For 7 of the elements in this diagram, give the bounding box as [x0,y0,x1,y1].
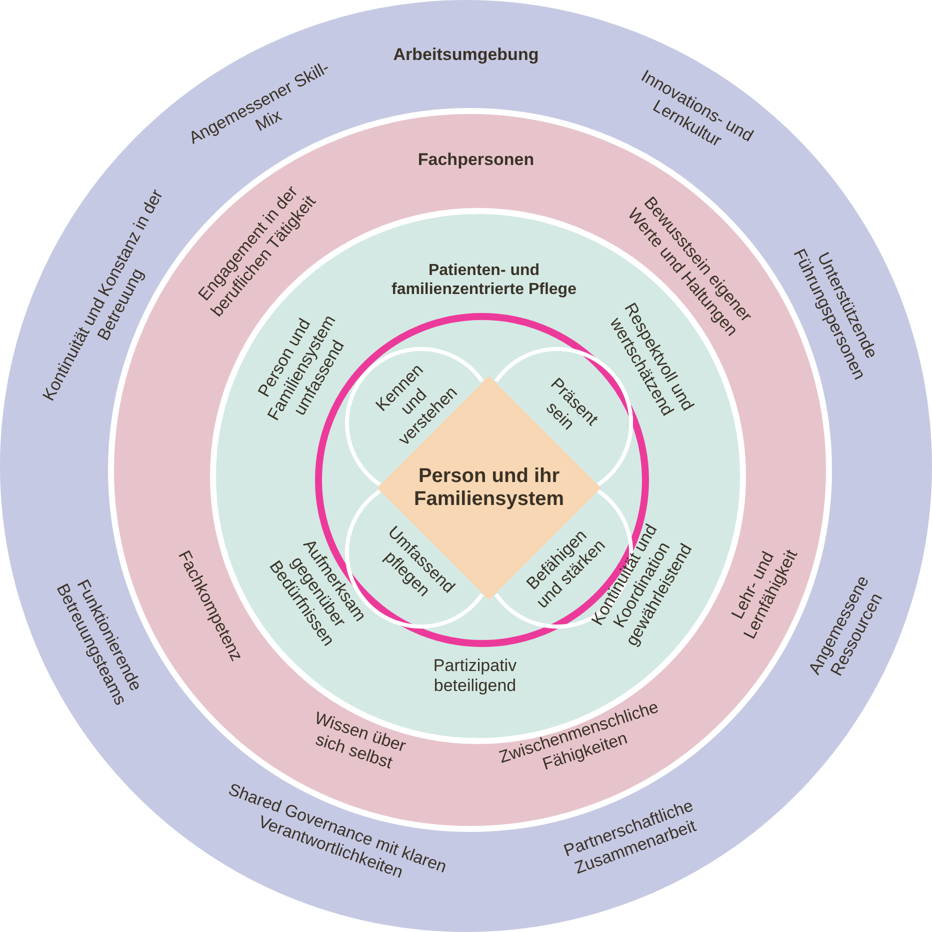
petal-outline [345,347,484,487]
ring-label: Partizipativ beteiligend [432,656,518,696]
ring-heading: Arbeitsumgebung [392,45,540,65]
ring-heading: Fachpersonen [416,150,536,170]
ring-heading: Patienten- und familienzentrierte Pflege [390,261,578,299]
center-label: Person und ihr Familiensystem [414,465,564,511]
ring-label: Wissen über sich selbst [311,707,410,774]
